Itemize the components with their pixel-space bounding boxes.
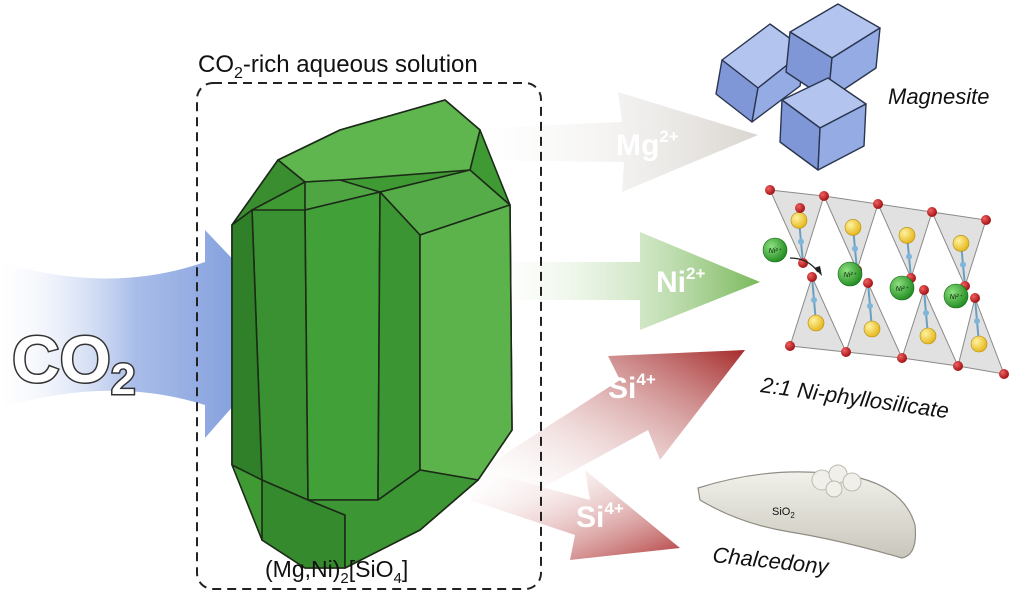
oxygen-atom bbox=[795, 203, 805, 213]
chalcedony-label: Chalcedony bbox=[711, 542, 831, 579]
oxygen-atom bbox=[873, 199, 883, 209]
mineral-formula: (Mg,Ni)2[SiO4] bbox=[265, 556, 408, 587]
phyllosilicate-label: 2:1 Ni-phyllosilicate bbox=[758, 372, 950, 423]
nickel-ion-label: Ni²⁺ bbox=[896, 286, 910, 293]
nickel-ion bbox=[837, 261, 863, 287]
silicon-atom bbox=[807, 314, 825, 332]
si-upper-arrow bbox=[480, 350, 745, 500]
si-lower-ion-label: Si4+ bbox=[576, 499, 624, 534]
silicon-atom bbox=[898, 227, 916, 244]
solution-box bbox=[196, 82, 542, 590]
oxygen-atom bbox=[798, 258, 808, 268]
oxygen-atom bbox=[785, 341, 795, 351]
silicon-atom bbox=[919, 327, 937, 345]
si-upper-ion-label: Si4+ bbox=[608, 370, 656, 405]
oxygen-atom bbox=[981, 215, 991, 225]
oxygen-atom bbox=[765, 185, 775, 195]
nickel-ion bbox=[889, 275, 915, 301]
hydrogen-atom bbox=[852, 245, 858, 252]
oxygen-atom bbox=[927, 207, 937, 217]
si-lower-arrow bbox=[470, 470, 680, 560]
nickel-ion-label: Ni²⁺ bbox=[844, 272, 858, 279]
nickel-ion bbox=[943, 283, 969, 309]
oxygen-atom bbox=[807, 272, 817, 282]
oxygen-atom bbox=[863, 278, 873, 288]
olivine-crystal bbox=[231, 99, 513, 569]
hydrogen-atom bbox=[960, 261, 966, 268]
oxygen-atom bbox=[953, 361, 963, 371]
phyllosilicate-structure: Ni²⁺ Ni²⁺ Ni²⁺ Ni²⁺ bbox=[762, 185, 1009, 379]
silicon-atom bbox=[952, 235, 970, 252]
silicon-atom bbox=[790, 212, 808, 229]
solution-label: CO2-rich aqueous solution bbox=[198, 51, 478, 82]
oxygen-atom bbox=[970, 293, 980, 303]
hydrogen-atom bbox=[974, 318, 980, 324]
mg-arrow bbox=[440, 92, 758, 192]
oxygen-atom bbox=[919, 285, 929, 295]
hydrogen-atom bbox=[867, 303, 873, 309]
chalcedony-formula: SiO2 bbox=[772, 506, 795, 520]
oxygen-atom bbox=[819, 191, 829, 201]
hydrogen-atom bbox=[798, 238, 804, 245]
oxygen-atom bbox=[897, 353, 907, 363]
chalcedony-shape bbox=[697, 464, 917, 559]
nickel-ion-label: Ni²⁺ bbox=[950, 294, 964, 301]
silicon-atom bbox=[863, 320, 881, 338]
hydrogen-atom bbox=[906, 253, 912, 260]
ni-arrow bbox=[470, 232, 760, 330]
co2-label: CO2 bbox=[12, 322, 135, 404]
ni-ion-label: Ni2+ bbox=[656, 264, 705, 299]
nickel-ion-label: Ni²⁺ bbox=[769, 248, 783, 255]
tetrahedron bbox=[789, 275, 847, 353]
magnesite-cubes bbox=[715, 3, 881, 171]
magnesite-label: Magnesite bbox=[888, 84, 990, 109]
oxygen-atom bbox=[841, 347, 851, 357]
silicon-atom bbox=[970, 335, 988, 353]
mg-ion-label: Mg2+ bbox=[616, 127, 679, 162]
exchange-arrowhead bbox=[814, 266, 822, 276]
nickel-ion bbox=[762, 237, 788, 263]
co2-arrow bbox=[0, 230, 300, 438]
hydrogen-atom bbox=[923, 310, 929, 316]
hydrogen-atom bbox=[811, 297, 817, 303]
tetrahedron bbox=[845, 281, 903, 359]
silicon-atom bbox=[844, 219, 862, 236]
oxygen-atom bbox=[999, 369, 1009, 379]
